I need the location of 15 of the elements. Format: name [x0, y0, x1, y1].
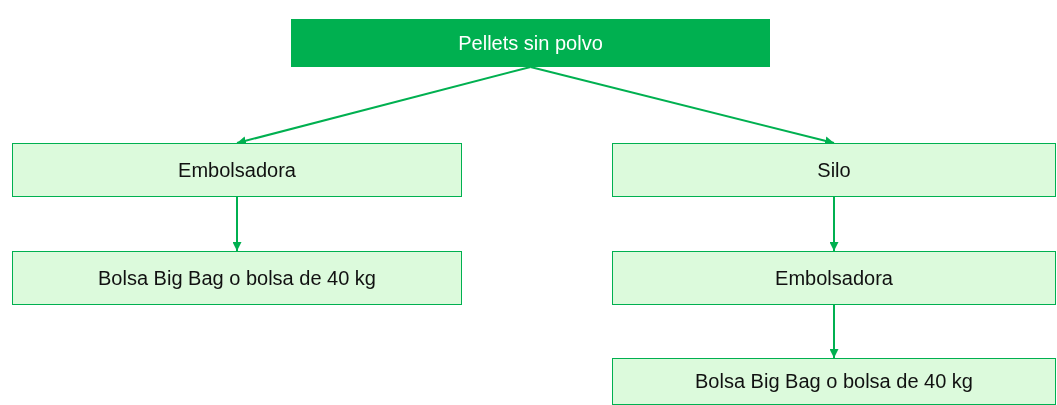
arrow: [829, 196, 839, 252]
box-label: Pellets sin polvo: [458, 31, 603, 55]
process-box: [612, 143, 1056, 197]
process-box: [612, 251, 1056, 305]
arrow: [829, 304, 839, 359]
process-box: [612, 358, 1056, 405]
process-box: [12, 251, 462, 305]
box-label: Silo: [817, 158, 851, 182]
box-label: Embolsadora: [775, 266, 893, 290]
process-box: [12, 143, 462, 197]
box-label: Bolsa Big Bag o bolsa de 40 kg: [695, 370, 973, 393]
box-label: Bolsa Big Bag o bolsa de 40 kg: [98, 266, 376, 290]
arrow: [232, 196, 242, 252]
process-box: [291, 19, 770, 67]
box-label: Embolsadora: [178, 158, 296, 182]
